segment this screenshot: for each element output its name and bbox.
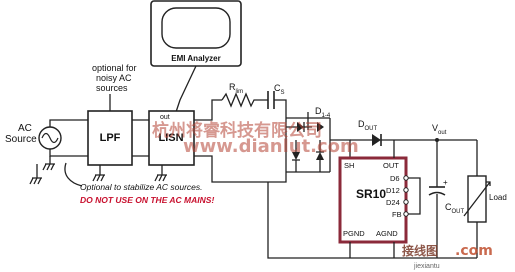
resistor-rlim: Rlim [221, 82, 264, 108]
ac-source: AC Source [5, 123, 62, 150]
cout-label: COUT [445, 202, 465, 215]
optional-stabilize-note: Optional to stabilize AC sources. [80, 182, 203, 192]
watermark-site: www.dianlut.com [183, 136, 359, 157]
diode-dout: DOUT [350, 119, 477, 146]
ac-source-label-line2: Source [5, 134, 37, 145]
ic-pin-d6: D6 [390, 174, 400, 183]
emi-analyzer: EMI Analyzer [150, 0, 242, 67]
optional-lpf-line1: optional for [92, 63, 137, 73]
watermark-logo-site: jiexiantu [413, 263, 440, 270]
emi-analyzer-label: EMI Analyzer [171, 54, 221, 63]
ic-pin-sh: SH [344, 161, 354, 170]
ac-source-label-line1: AC [18, 123, 32, 134]
ic-pin-out: OUT [383, 161, 399, 170]
ic-pin-d24: D24 [386, 198, 400, 207]
lpf-label: LPF [100, 132, 121, 144]
rlim-label: Rlim [229, 82, 243, 95]
watermark-logo-dot: .com [455, 243, 493, 259]
lisn-label: LISN [158, 132, 183, 144]
capacitor-cs: CS [264, 83, 287, 118]
sr10-ic: SR10 SH OUT D6 D12 D24 FB PGND AGND [338, 156, 409, 244]
load: Load [463, 140, 507, 258]
ac-mains-warning: DO NOT USE ON THE AC MAINS! [80, 195, 214, 205]
ic-pin-pgnd: PGND [343, 229, 365, 238]
vout-label: Vout [432, 123, 447, 136]
load-label: Load [489, 193, 507, 202]
ic-pin-fb: FB [392, 210, 402, 219]
cs-label: CS [274, 83, 285, 96]
optional-lpf-line2: noisy AC [96, 73, 132, 83]
ic-pin-agnd: AGND [376, 229, 398, 238]
watermark-logo-cn: 接线图 [402, 243, 438, 258]
bridge-label: D1-4 [315, 106, 331, 119]
optional-lpf-line3: sources [96, 83, 128, 93]
watermark-logo: 接线图 .com jiexiantu [402, 243, 493, 270]
dout-label: DOUT [358, 119, 378, 132]
diode-bridge: D1-4 [285, 106, 331, 173]
watermark-cn: 杭州将睿科技有限公司 [152, 120, 322, 141]
ic-pin-d12: D12 [386, 186, 400, 195]
lisn-out-label: out [160, 114, 170, 121]
ground-symbol [29, 164, 42, 185]
ic-name: SR10 [356, 187, 386, 201]
lpf-block: LPF [87, 110, 133, 166]
capacitor-cout: + COUT [428, 140, 465, 258]
lisn-block: LISN out [148, 110, 195, 166]
cout-plus: + [443, 178, 448, 187]
